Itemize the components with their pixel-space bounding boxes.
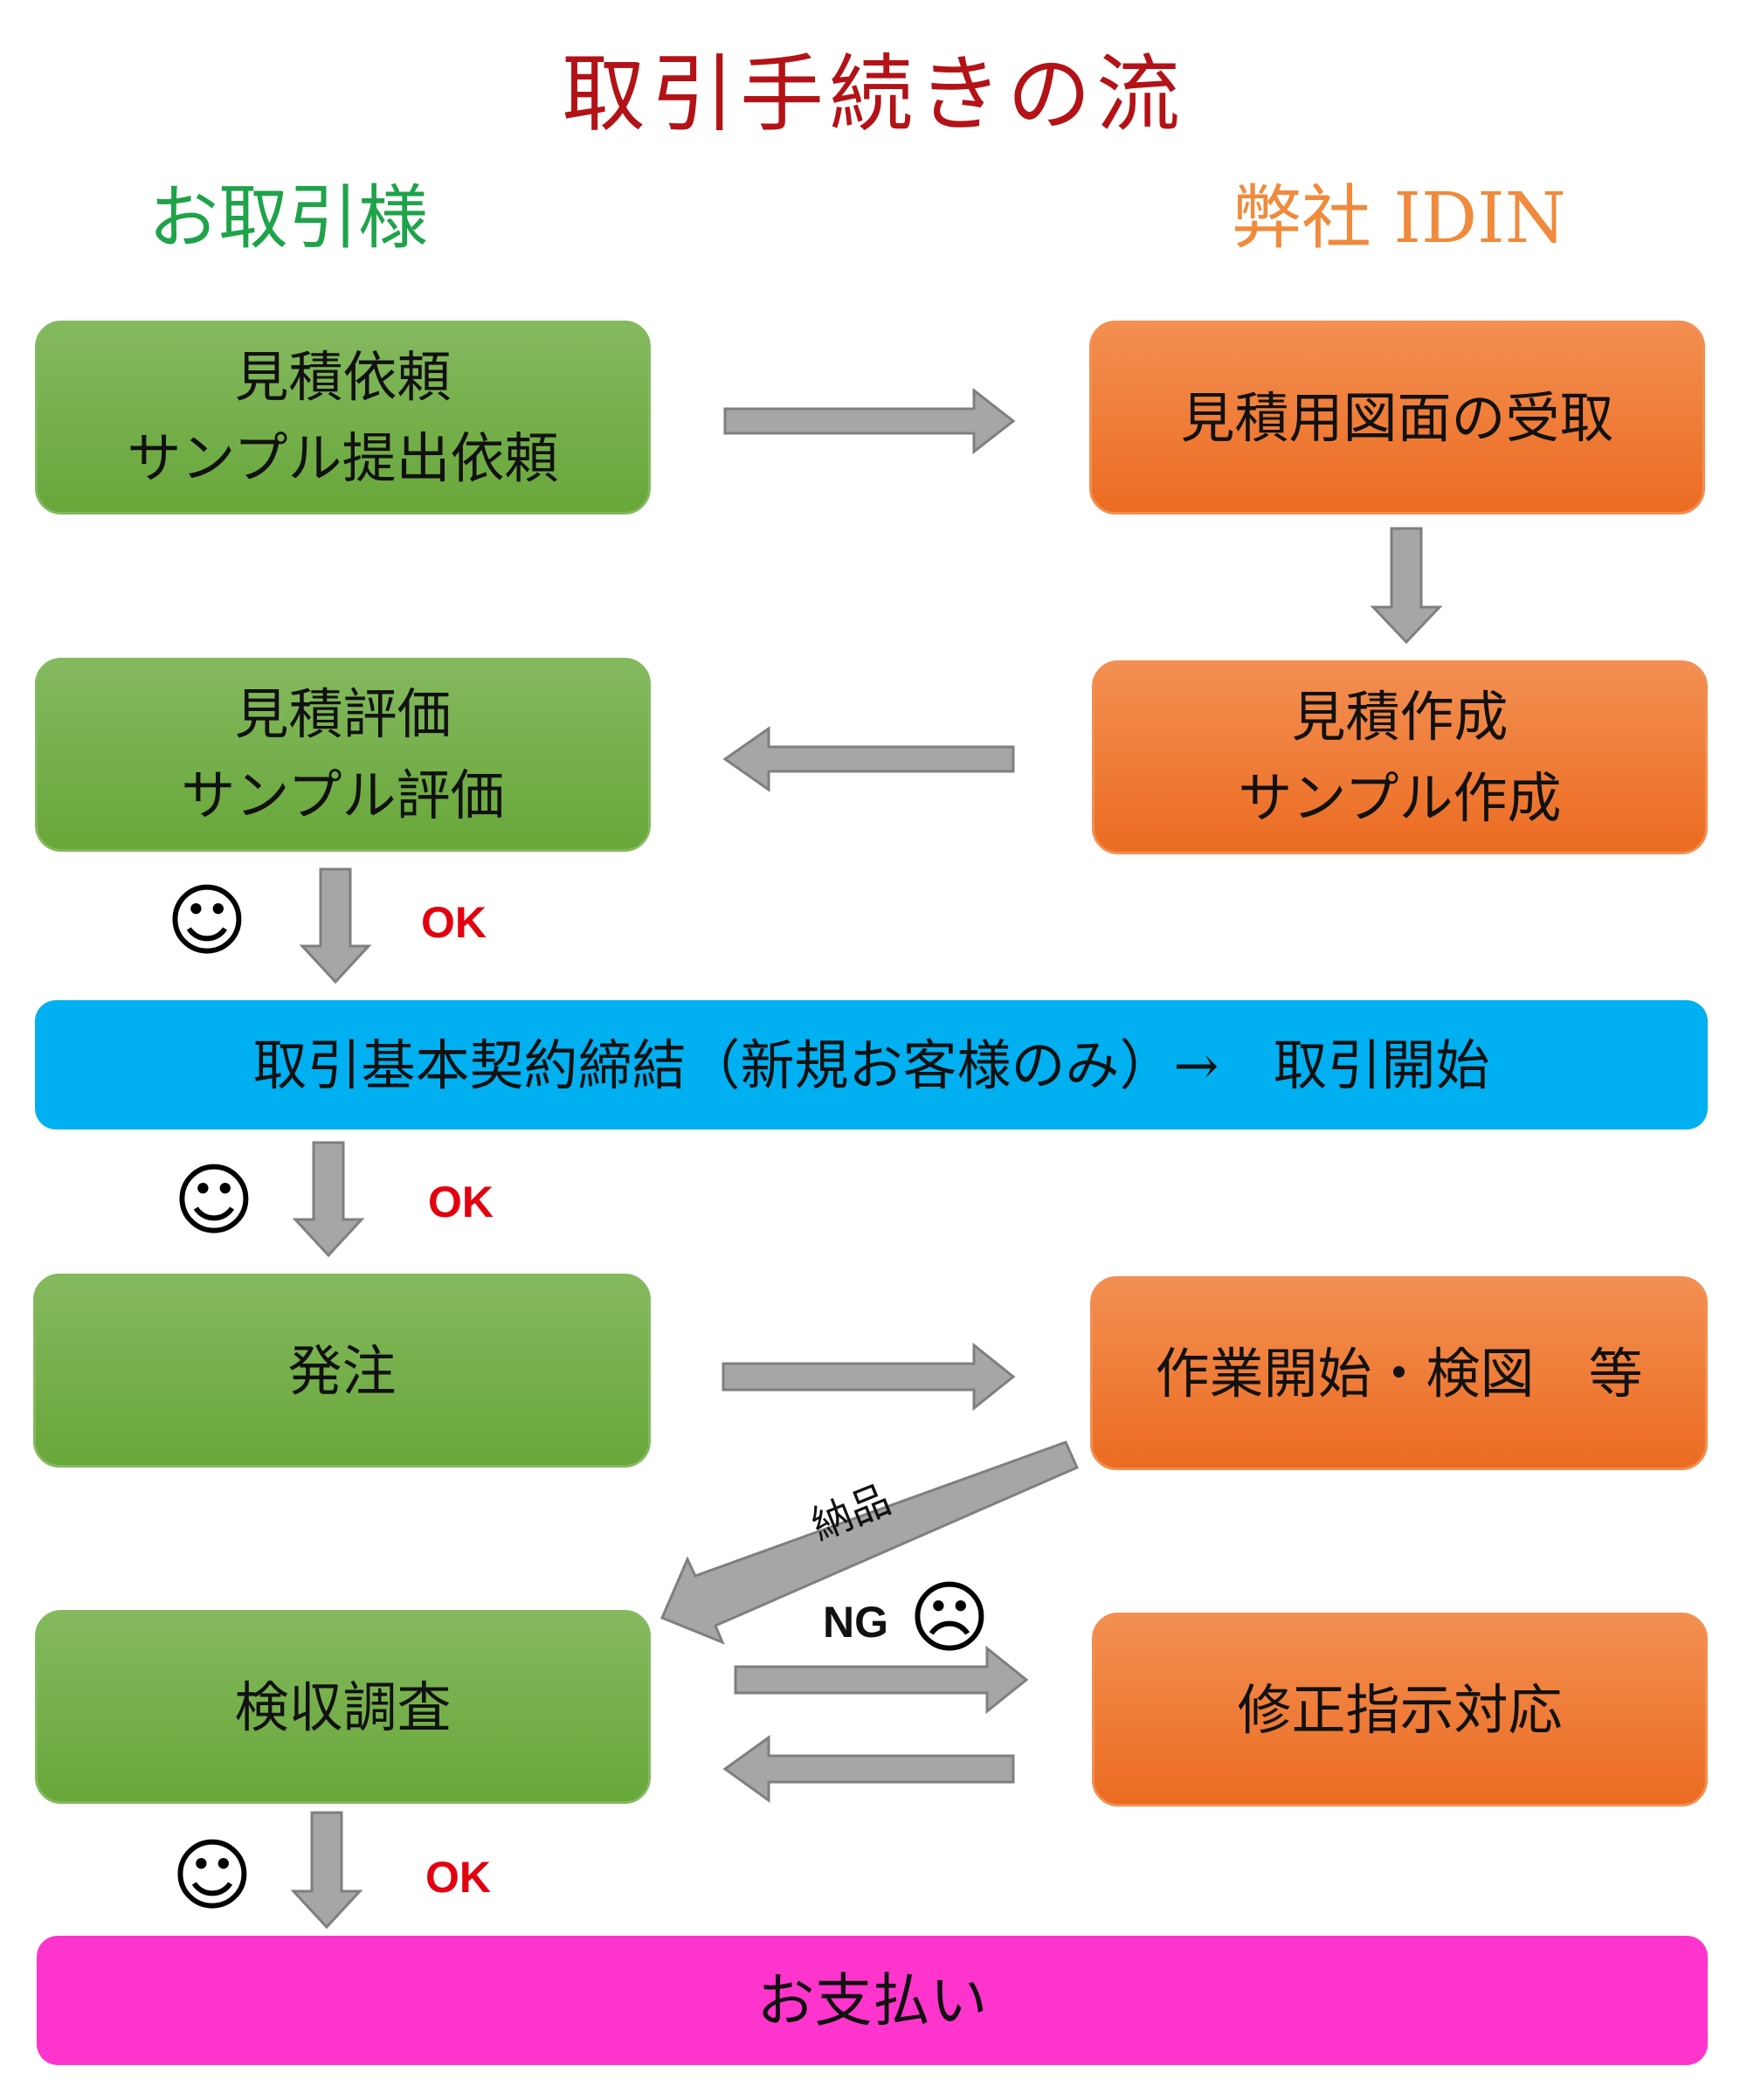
box-estimate-evaluation-line1: 見積評価 bbox=[234, 682, 452, 746]
box-correction: 修正指示対応 bbox=[1092, 1613, 1708, 1806]
box-order: 発注 bbox=[33, 1274, 651, 1468]
box-estimate-request-line2: サンプル提出依頼 bbox=[127, 426, 559, 490]
box-receive-drawings: 見積用図面の受取 bbox=[1089, 321, 1705, 515]
arrow-left-correction bbox=[722, 1735, 1015, 1803]
box-inspection: 検収調査 bbox=[35, 1610, 651, 1804]
box-estimate-creation-line2: サンプル作成 bbox=[1238, 766, 1562, 830]
frown-icon: ☹ bbox=[908, 1572, 991, 1664]
box-estimate-evaluation-line2: サンプル評価 bbox=[181, 763, 505, 827]
arrow-right-order bbox=[722, 1342, 1016, 1412]
box-correction-line1: 修正指示対応 bbox=[1237, 1677, 1563, 1742]
box-inspection-line1: 検収調査 bbox=[234, 1675, 452, 1739]
bar-contract-text: 取引基本契約締結（新規お客様のみ）→ 取引開始 bbox=[252, 1033, 1490, 1097]
company-column-header: 弊社 IDIN bbox=[1232, 177, 1566, 259]
smile-icon: ☺ bbox=[171, 1830, 253, 1922]
ok-label-3: OK bbox=[425, 1853, 491, 1902]
bar-payment-text: お支払い bbox=[756, 1966, 988, 2034]
bar-payment: お支払い bbox=[37, 1936, 1708, 2065]
arrow-left-estimate bbox=[722, 726, 1015, 792]
page-title: 取引手続きの流 bbox=[562, 45, 1185, 143]
box-estimate-creation: 見積作成 サンプル作成 bbox=[1092, 660, 1708, 854]
box-work-start: 作業開始・検図 等 bbox=[1090, 1276, 1708, 1470]
ng-label: NG bbox=[823, 1598, 888, 1647]
arrow-right-request bbox=[723, 387, 1016, 455]
box-estimate-evaluation: 見積評価 サンプル評価 bbox=[35, 658, 651, 852]
arrow-right-ng bbox=[734, 1645, 1029, 1715]
ok-label-1: OK bbox=[421, 898, 487, 947]
ok-label-2: OK bbox=[428, 1178, 494, 1226]
bar-contract: 取引基本契約締結（新規お客様のみ）→ 取引開始 bbox=[35, 1000, 1708, 1129]
smile-icon: ☺ bbox=[173, 1155, 255, 1247]
client-column-header: お取引様 bbox=[148, 177, 428, 259]
box-estimate-request-line1: 見積依頼 bbox=[234, 345, 452, 409]
arrow-down-evaluation bbox=[299, 867, 372, 984]
smile-icon: ☺ bbox=[166, 875, 248, 967]
arrow-down-drawings bbox=[1370, 527, 1443, 645]
arrow-down-inspection bbox=[290, 1811, 363, 1930]
box-receive-drawings-line1: 見積用図面の受取 bbox=[1180, 385, 1614, 450]
box-work-start-line1: 作業開始・検図 等 bbox=[1155, 1341, 1643, 1406]
arrow-down-contract bbox=[292, 1141, 365, 1258]
box-estimate-creation-line1: 見積作成 bbox=[1291, 685, 1509, 749]
box-order-line1: 発注 bbox=[287, 1338, 397, 1403]
arrow-delivery bbox=[660, 1440, 1079, 1645]
box-estimate-request: 見積依頼 サンプル提出依頼 bbox=[35, 321, 651, 515]
